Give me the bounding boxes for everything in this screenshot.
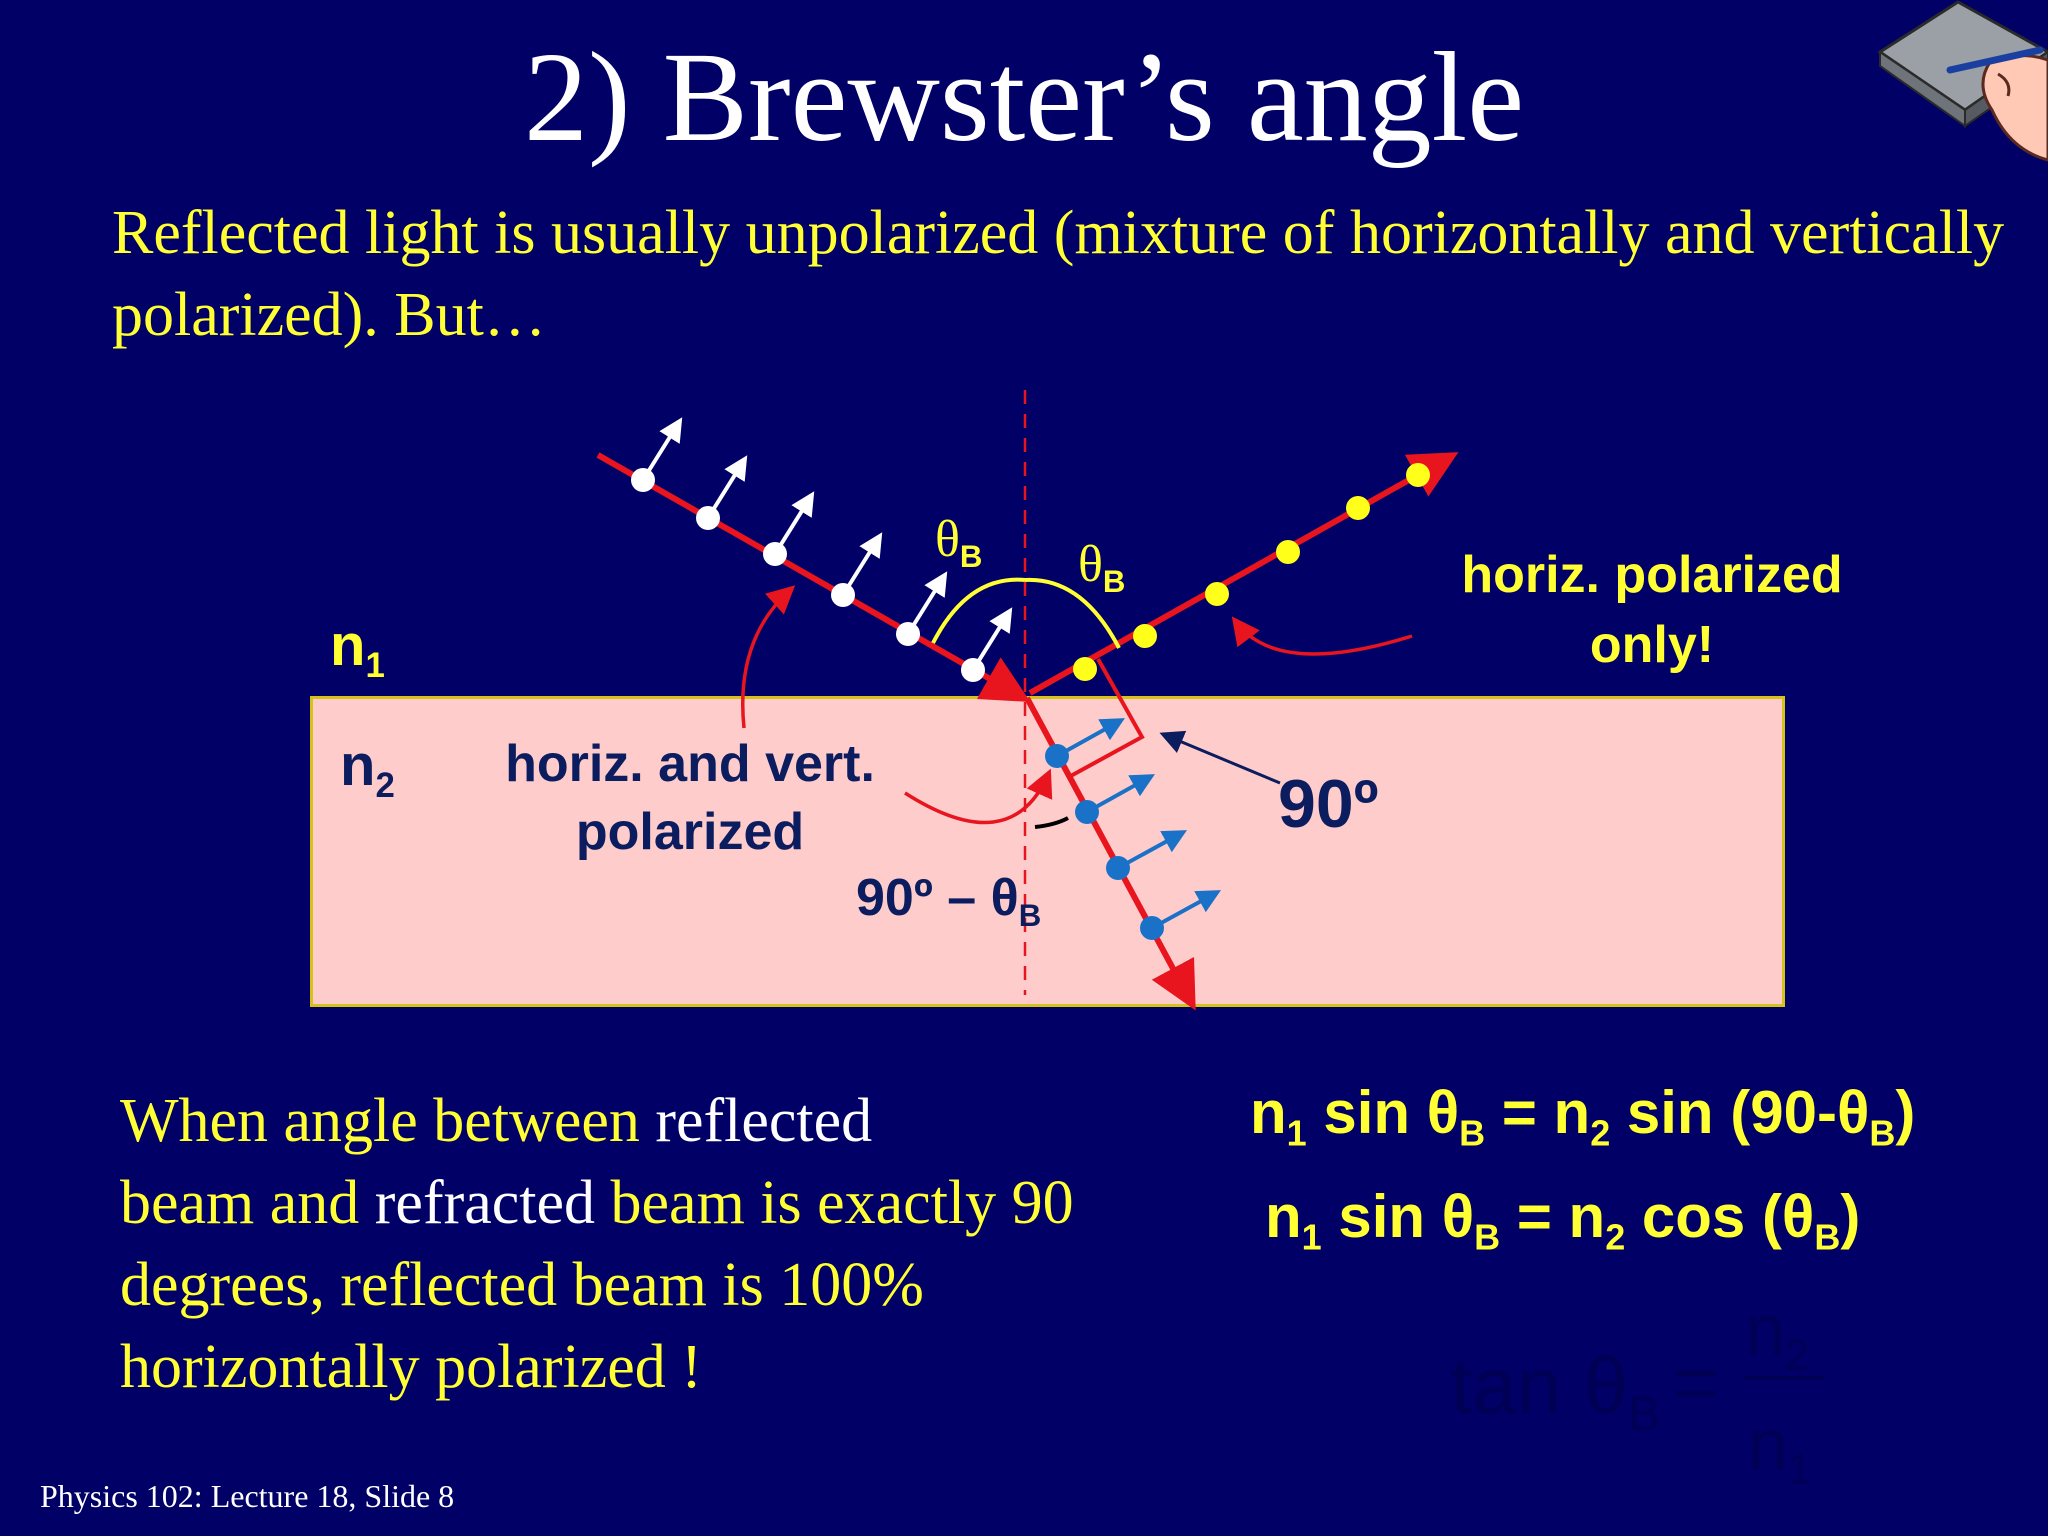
right-angle-marker	[1066, 658, 1145, 780]
intro-text: Reflected light is usually unpolarized (…	[112, 199, 2005, 349]
incident-polarization-label: horiz. and vert. polarized	[505, 735, 875, 861]
reflected-angle-label: θB	[1078, 536, 1126, 599]
tan-equation-denominator: n1	[1748, 1405, 1813, 1495]
n2-label: n2	[340, 733, 395, 806]
n1-label: n1	[330, 613, 385, 686]
snell-equation: n1 sin θB = n2 sin (90-θB)	[1250, 1079, 1916, 1154]
tan-equation-equals: =	[1672, 1337, 1720, 1428]
incident-angle-arc	[931, 577, 1026, 644]
tan-equation-numerator: n2	[1745, 1291, 1810, 1381]
right-angle-label: 90º	[1278, 766, 1379, 842]
reflected-polarization-label: horiz. polarized only!	[1461, 546, 1843, 674]
tan-equation-lhs: tan θB	[1450, 1341, 1660, 1441]
reflected-dots	[1073, 463, 1430, 681]
incident-ray	[596, 452, 1031, 702]
fraction-bar	[1745, 1376, 1825, 1380]
slide-title: 2) Brewster’s angle	[524, 26, 1524, 168]
reflected-angle-arc	[1024, 577, 1121, 649]
right-angle-pointer	[1159, 730, 1281, 785]
refracted-dots	[1045, 744, 1164, 940]
incident-angle-label: θB	[935, 511, 983, 574]
incident-label-pointer-2	[904, 768, 1053, 825]
refraction-angle-arc	[1034, 816, 1069, 829]
reflected-label-pointer	[1231, 616, 1413, 656]
medium-n2-region	[310, 696, 1785, 1007]
cosine-equation: n1 sin θB = n2 cos (θB)	[1265, 1183, 1861, 1258]
reflected-ray	[1028, 452, 1459, 696]
incident-label-pointer	[740, 585, 796, 729]
refraction-angle-label: 90º – θB	[856, 869, 1042, 933]
slide-footer: Physics 102: Lecture 18, Slide 8	[40, 1478, 455, 1514]
incident-dots	[631, 468, 985, 682]
